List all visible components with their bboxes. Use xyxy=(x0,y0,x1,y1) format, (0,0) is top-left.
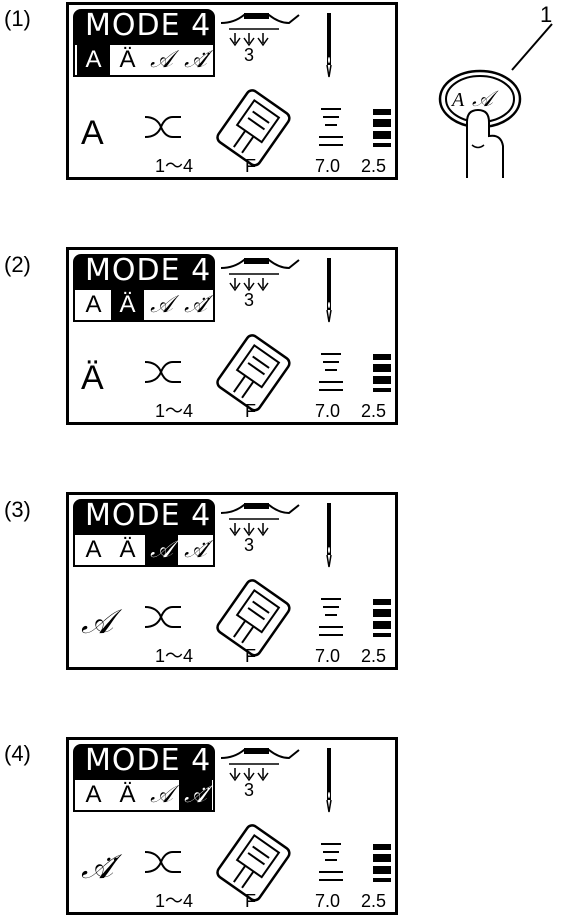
mode-option-4: 𝒜̈ xyxy=(184,47,207,73)
tension-icon xyxy=(220,748,300,782)
step-label-4: (4) xyxy=(4,741,31,766)
length-value: 7.0 xyxy=(315,646,341,666)
foot-code-value: F xyxy=(245,156,256,176)
mode-option-4: 𝒜̈ xyxy=(184,537,207,563)
mode-header: MODE 4 xyxy=(73,499,215,533)
mode-option-3: 𝒜 xyxy=(145,535,178,565)
width-icon xyxy=(373,844,391,882)
length-value: 7.0 xyxy=(315,156,341,176)
mode-option-2: Ä xyxy=(119,46,136,73)
length-icon xyxy=(319,843,343,881)
length-icon xyxy=(319,598,343,636)
needle-icon xyxy=(326,258,332,323)
width-value: 2.5 xyxy=(361,401,387,421)
sample-letter: 𝒜 xyxy=(81,604,114,641)
mode-option-1: A xyxy=(85,536,102,563)
presser-foot-icon xyxy=(216,579,291,657)
mode-option-2: Ä xyxy=(111,290,144,320)
step-label-3: (3) xyxy=(4,497,31,522)
lcd-icons xyxy=(144,258,391,412)
mode-option-3: 𝒜 xyxy=(150,47,173,73)
stitch-range-value: 1～4 xyxy=(155,156,194,176)
stitch-icon xyxy=(144,606,181,628)
length-icon xyxy=(319,353,343,391)
needle-icon xyxy=(326,13,332,78)
width-icon xyxy=(373,599,391,637)
callout-number: 1 xyxy=(540,2,553,27)
stitch-range-value: 1～4 xyxy=(155,891,194,911)
sample-letter: Ä xyxy=(81,359,104,397)
stitch-range-value: 1～4 xyxy=(155,646,194,666)
sample-letter: 𝒜̈ xyxy=(81,849,114,886)
mode-button-label: A xyxy=(450,89,465,111)
mode-option-3: 𝒜 xyxy=(150,292,173,318)
mode-option-4: 𝒜̈ xyxy=(179,780,212,810)
mode-option-4: 𝒜̈ xyxy=(184,292,207,318)
width-value: 2.5 xyxy=(361,156,387,176)
mode-text: MODE 4 xyxy=(85,498,212,533)
mode-option-2: Ä xyxy=(119,536,136,563)
stitch-range-value: 1～4 xyxy=(155,401,194,421)
tension-icon xyxy=(220,13,300,47)
callout-leader xyxy=(511,23,553,71)
width-icon xyxy=(373,354,391,392)
length-value: 7.0 xyxy=(315,401,341,421)
tension-value: 3 xyxy=(244,290,255,310)
length-value: 7.0 xyxy=(315,891,341,911)
mode-option-3: 𝒜 xyxy=(150,782,173,808)
width-icon xyxy=(373,109,391,147)
lcd-icons xyxy=(144,748,391,902)
foot-code-value: F xyxy=(245,891,256,911)
mode-text: MODE 4 xyxy=(85,743,212,778)
tension-icon xyxy=(220,503,300,537)
mode-text: MODE 4 xyxy=(85,253,212,288)
presser-foot-icon xyxy=(216,824,291,902)
presser-foot-icon xyxy=(216,89,291,167)
needle-icon xyxy=(326,748,332,813)
length-icon xyxy=(319,108,343,146)
mode-option-2: Ä xyxy=(119,781,136,808)
mode-option-1: A xyxy=(85,291,102,318)
mode-header: MODE 4 xyxy=(73,9,215,43)
tension-value: 3 xyxy=(244,780,255,800)
lcd-icons xyxy=(144,13,391,167)
foot-code-value: F xyxy=(245,401,256,421)
mode-header: MODE 4 xyxy=(73,744,215,778)
sample-letter: A xyxy=(81,114,104,152)
tension-value: 3 xyxy=(244,535,255,555)
tension-icon xyxy=(220,258,300,292)
lcd-icons xyxy=(144,503,391,657)
step-label-2: (2) xyxy=(4,252,31,277)
mode-option-1: A xyxy=(77,45,110,75)
step-label-1: (1) xyxy=(4,6,31,31)
width-value: 2.5 xyxy=(361,891,387,911)
foot-code-value: F xyxy=(245,646,256,666)
tension-value: 3 xyxy=(244,45,255,65)
presser-foot-icon xyxy=(216,334,291,412)
stitch-icon xyxy=(144,116,181,138)
mode-header: MODE 4 xyxy=(73,254,215,288)
needle-icon xyxy=(326,503,332,568)
width-value: 2.5 xyxy=(361,646,387,666)
stitch-icon xyxy=(144,851,181,873)
stitch-icon xyxy=(144,361,181,383)
finger-icon xyxy=(466,108,504,178)
mode-text: MODE 4 xyxy=(85,8,212,43)
mode-option-1: A xyxy=(85,781,102,808)
